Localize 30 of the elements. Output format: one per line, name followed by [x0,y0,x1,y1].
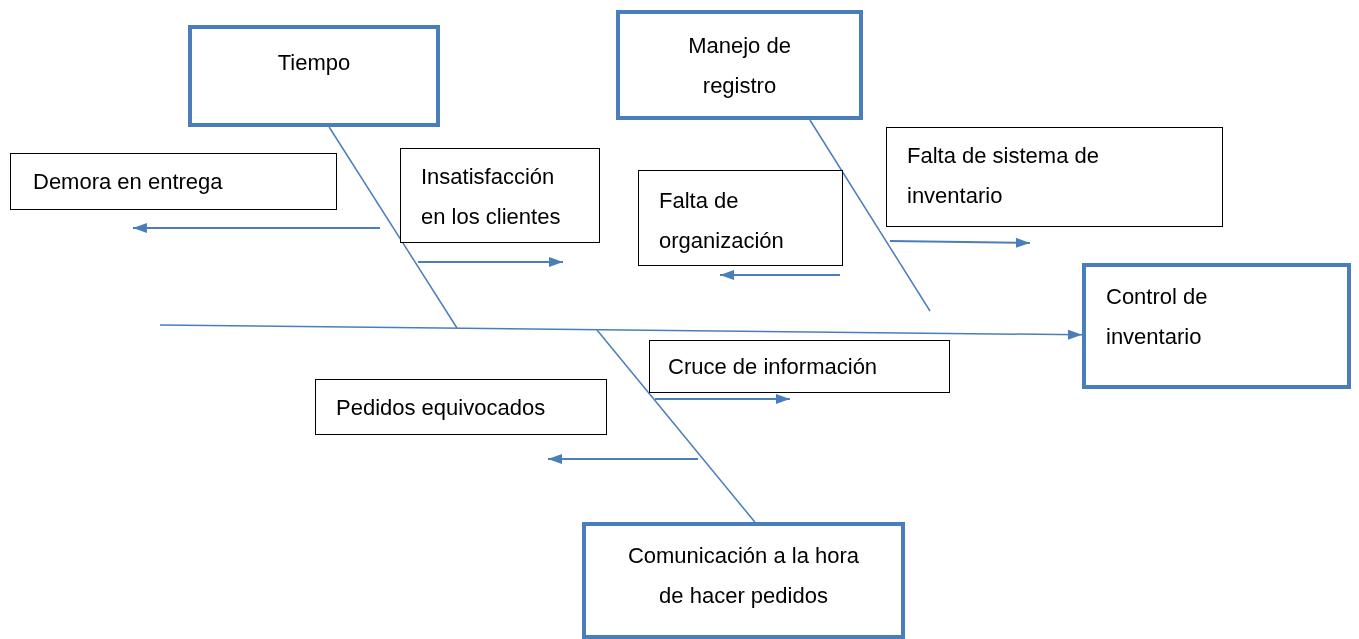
arrow [547,454,699,465]
cause-box [886,127,1223,227]
category-box [188,25,440,127]
arrow [654,394,791,404]
box-label: Falta de sistema de inventario [907,142,1100,210]
category-box [1082,263,1351,389]
arrow [131,223,381,233]
category-box [582,522,905,639]
bone-line [328,126,458,329]
box-label: Falta de organización [659,187,785,255]
cause-box [315,379,607,435]
category-box [616,10,863,120]
arrow [417,257,564,267]
box-label: Cruce de información [668,353,878,381]
cause-box [638,170,843,266]
cause-box [649,340,950,393]
cause-box [10,153,337,210]
box-label: Control de inventario [1106,283,1209,351]
box-label: Comunicación a la hora de hacer pedidos [626,542,861,610]
spine-arrow [159,324,1083,340]
arrow [889,237,1031,248]
arrow [719,270,841,280]
bone-line [596,329,756,523]
box-label: Insatisfacción en los clientes [421,163,562,231]
box-label: Manejo de registro [687,32,792,100]
bone-line [809,119,931,312]
box-label: Demora en entrega [33,168,223,196]
cause-box [400,148,600,243]
box-label: Pedidos equivocados [336,394,546,422]
box-label: Tiempo [277,49,351,77]
